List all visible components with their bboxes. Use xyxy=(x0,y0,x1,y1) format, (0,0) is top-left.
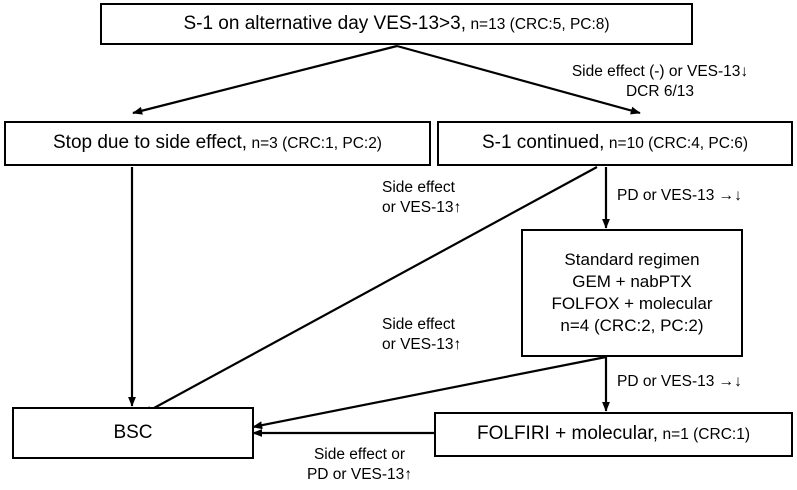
node-standard-regimen-line1: Standard regimen xyxy=(564,249,700,269)
edge-label-side-effect-negative: Side effect (-) or VES-13↓ DCR 6/13 xyxy=(571,63,749,101)
node-folfiri-text: FOLFIRI + molecular, n=1 (CRC:1) xyxy=(477,423,750,445)
edge-label-pd-or-ves13-1: PD or VES-13 →↓ xyxy=(617,187,742,204)
edge-standard-to-bsc xyxy=(252,355,607,430)
node-standard-regimen-line2: GEM + nabPTX xyxy=(572,271,692,291)
node-standard-regimen-line3: FOLFOX + molecular xyxy=(551,294,713,313)
node-s1-alternative-day[interactable]: S-1 on alternative day VES-13>3, n=13 (C… xyxy=(100,3,693,45)
node-standard-regimen[interactable]: Standard regimen GEM + nabPTX FOLFOX + m… xyxy=(521,229,743,357)
node-bsc-main: BSC xyxy=(113,421,153,443)
node-standard-regimen-text: Standard regimen GEM + nabPTX FOLFOX + m… xyxy=(551,249,712,337)
node-stop-main: Stop due to side effect, xyxy=(53,132,248,154)
edge-top-to-stop xyxy=(132,44,398,115)
edge-label-pd-or-ves13-2: PD or VES-13 →↓ xyxy=(617,373,742,390)
edge-continued-to-bsc xyxy=(142,166,598,415)
node-s1-continued-text: S-1 continued, n=10 (CRC:4, PC:6) xyxy=(482,132,748,154)
edge-label-side-effect-or-pd: Side effect or PD or VES-13↑ xyxy=(306,446,413,484)
node-bsc[interactable]: BSC xyxy=(12,407,254,459)
node-stop-due-to-side-effect[interactable]: Stop due to side effect, n=3 (CRC:1, PC:… xyxy=(4,121,431,166)
node-s1-continued-main: S-1 continued, xyxy=(481,132,605,154)
node-bsc-text: BSC xyxy=(113,422,152,444)
node-folfiri-main: FOLFIRI + molecular, xyxy=(477,423,659,445)
node-folfiri-detail: n=1 (CRC:1) xyxy=(662,426,750,444)
node-stop-text: Stop due to side effect, n=3 (CRC:1, PC:… xyxy=(53,132,382,154)
node-s1-alternative-day-detail: n=13 (CRC:5, PC:8) xyxy=(470,15,610,33)
node-standard-regimen-line4: n=4 (CRC:2, PC:2) xyxy=(560,316,704,336)
node-stop-detail: n=3 (CRC:1, PC:2) xyxy=(251,135,382,153)
edge-label-side-effect-ves13-up-1: Side effect or VES-13↑ xyxy=(382,179,462,217)
edge-label-side-effect-ves13-up-2: Side effect or VES-13↑ xyxy=(382,316,462,354)
node-s1-continued-detail: n=10 (CRC:4, PC:6) xyxy=(608,135,749,153)
node-s1-alternative-day-main: S-1 on alternative day VES-13>3, xyxy=(183,12,466,34)
node-s1-alternative-day-text: S-1 on alternative day VES-13>3, n=13 (C… xyxy=(183,13,609,35)
node-s1-continued[interactable]: S-1 continued, n=10 (CRC:4, PC:6) xyxy=(437,121,793,166)
node-folfiri-molecular[interactable]: FOLFIRI + molecular, n=1 (CRC:1) xyxy=(434,412,793,457)
edge-top-to-continued xyxy=(396,44,641,115)
